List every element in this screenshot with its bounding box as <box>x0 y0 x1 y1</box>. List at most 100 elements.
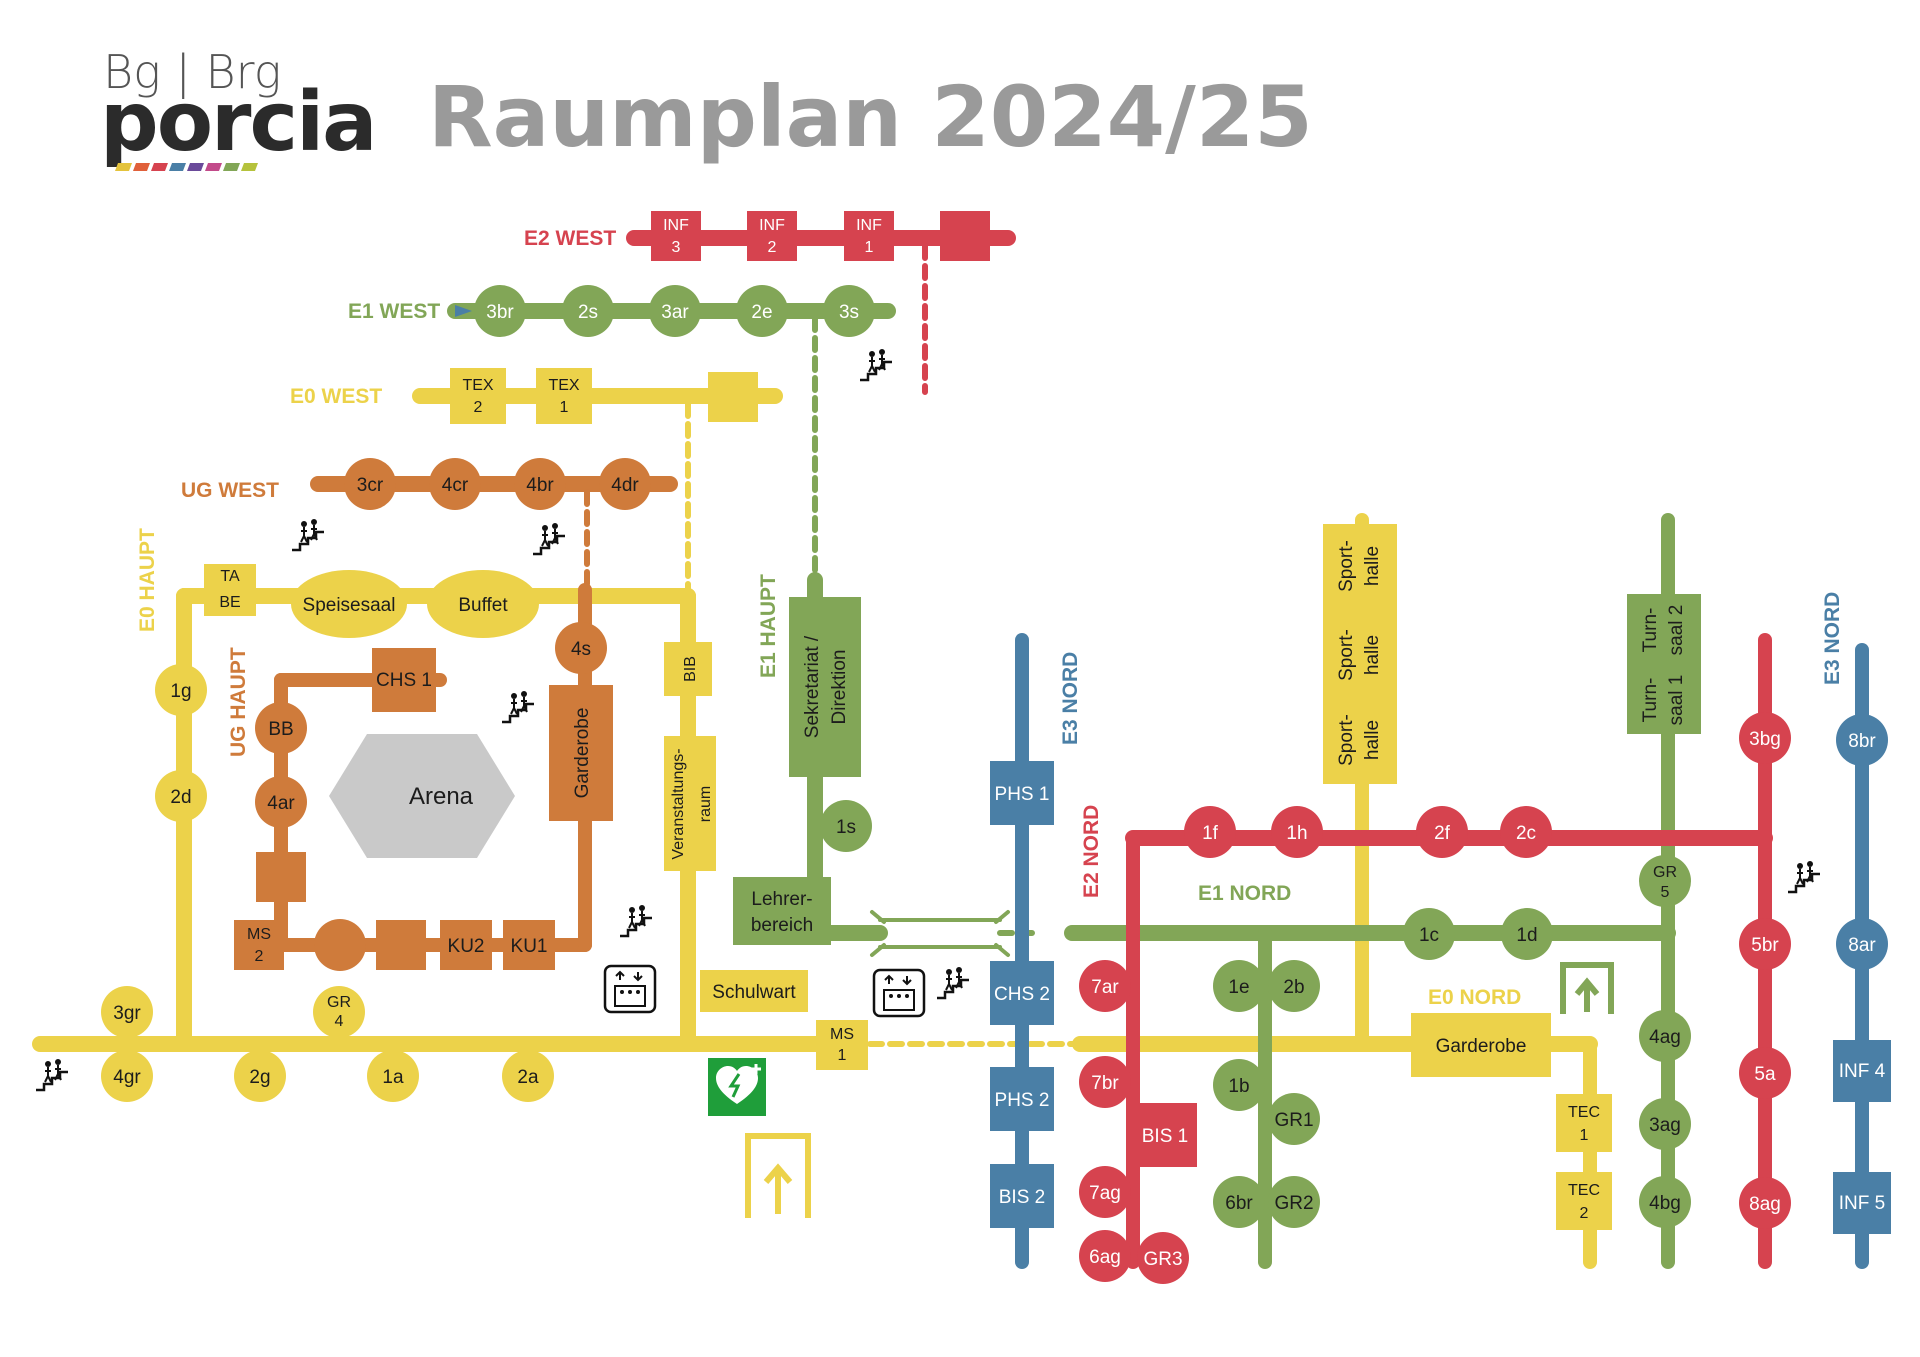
room-tec2-line2: 2 <box>1580 1205 1589 1222</box>
room-bb: BB <box>268 719 293 740</box>
stairs-icon <box>531 521 567 556</box>
room-tec1-line1: TEC <box>1568 1104 1600 1121</box>
arena-shape <box>329 734 515 858</box>
wing-label-e3-nord: E3 NORD <box>1059 652 1082 745</box>
room-1s: 1s <box>836 817 856 838</box>
room-turnsaal1-line1: Turn- <box>1640 678 1661 723</box>
room-tex1-line2: 1 <box>560 399 569 416</box>
room-tex2-line2: 2 <box>474 399 483 416</box>
room-7ar: 7ar <box>1091 977 1119 998</box>
room-4s: 4s <box>571 639 591 660</box>
room-8br: 8br <box>1848 731 1876 752</box>
elevator-icon <box>603 964 657 1014</box>
rooms-e1-haupt: Sekretariat / Direktion 1s Lehrer- berei… <box>733 597 872 945</box>
room-3gr: 3gr <box>113 1003 141 1024</box>
wing-label-e2-nord: E2 NORD <box>1080 805 1103 898</box>
room-2f: 2f <box>1434 823 1451 844</box>
wing-label-e1-nord: E1 NORD <box>1198 882 1291 905</box>
room-gr1: GR1 <box>1274 1110 1313 1131</box>
room-ug-haupt-unlabeled-3 <box>376 920 426 970</box>
room-tex2-line1: TEX <box>462 377 493 394</box>
room-phs1: PHS 1 <box>995 784 1050 805</box>
room-4ag: 4ag <box>1649 1027 1681 1048</box>
room-ug-haupt-unlabeled-2 <box>314 919 366 971</box>
room-sekretariat-line2: Direktion <box>829 650 850 725</box>
room-inf5: INF 5 <box>1839 1193 1885 1214</box>
room-1g: 1g <box>170 681 191 702</box>
room-2e: 2e <box>751 302 772 323</box>
wing-labels: E2 WEST E1 WEST E0 WEST UG WEST E0 HAUPT… <box>136 227 1844 1009</box>
room-buffet: Buffet <box>458 595 508 616</box>
room-schulwart: Schulwart <box>712 982 796 1003</box>
logo-color-stripe <box>115 163 258 171</box>
room-tec2-line1: TEC <box>1568 1182 1600 1199</box>
room-sporthalle-b-line1: Sport- <box>1336 629 1357 681</box>
room-inf3-line1: INF <box>663 217 689 234</box>
room-ku1: KU1 <box>511 936 548 957</box>
room-2b: 2b <box>1283 977 1304 998</box>
room-veranstaltungsraum-line2: raum <box>697 786 714 822</box>
logo-top-text: Bg | Brg <box>103 45 281 100</box>
stairs-icon <box>858 347 894 382</box>
logo-main-text: porcia <box>100 75 376 170</box>
room-gr4-line2: 4 <box>335 1013 344 1030</box>
wing-label-e1-haupt: E1 HAUPT <box>757 574 780 678</box>
room-gr5-line2: 5 <box>1661 884 1670 901</box>
room-inf1-line1: INF <box>856 217 882 234</box>
stairs-icon <box>290 517 326 552</box>
rooms-e3-nord-right: 8br 8ar INF 4 INF 5 <box>1833 714 1891 1234</box>
emergency-exit-icon <box>1560 962 1614 1014</box>
room-6ag: 6ag <box>1089 1247 1121 1268</box>
room-tabe-line2: BE <box>219 594 240 611</box>
aed-icon <box>708 1058 766 1116</box>
rooms-e0-west: TEX 2 TEX 1 <box>450 368 758 424</box>
room-3bg: 3bg <box>1749 729 1781 750</box>
room-ug-haupt-unlabeled-1 <box>256 852 306 902</box>
room-inf3-line2: 3 <box>672 239 681 256</box>
room-garderobe-nord: Garderobe <box>1436 1036 1527 1057</box>
wing-label-ug-haupt: UG HAUPT <box>227 647 250 757</box>
room-lehrerbereich-line2: bereich <box>751 915 813 936</box>
room-e0-west-unlabeled <box>708 372 758 422</box>
room-2g: 2g <box>249 1067 270 1088</box>
room-7br: 7br <box>1091 1073 1119 1094</box>
room-sporthalle-b-line2: halle <box>1362 635 1383 675</box>
room-4cr: 4cr <box>442 475 469 496</box>
room-inf2-line2: 2 <box>768 239 777 256</box>
room-gr3: GR3 <box>1143 1249 1182 1270</box>
room-gr5-line1: GR <box>1653 864 1677 881</box>
room-tex1-line1: TEX <box>548 377 579 394</box>
emergency-exit-icon <box>745 1133 811 1218</box>
room-1e: 1e <box>1228 977 1249 998</box>
room-turnsaal2-line2: saal 2 <box>1666 605 1687 656</box>
room-3ar: 3ar <box>661 302 689 323</box>
room-speisesaal: Speisesaal <box>303 595 396 616</box>
room-ku2: KU2 <box>448 936 485 957</box>
room-sporthalle-a-line1: Sport- <box>1336 540 1357 592</box>
room-4gr: 4gr <box>113 1067 141 1088</box>
stairs-icon <box>1786 859 1822 894</box>
page-title: Raumplan 2024/25 <box>428 68 1313 166</box>
wing-label-e1-west: E1 WEST <box>348 300 440 323</box>
room-ms2-line1: MS <box>247 926 271 943</box>
rooms-e2-west: INF 3 INF 2 INF 1 <box>651 211 990 261</box>
room-turnsaal2-line1: Turn- <box>1640 608 1661 653</box>
room-1f: 1f <box>1202 823 1219 844</box>
wing-label-e2-west: E2 WEST <box>524 227 616 250</box>
room-5a: 5a <box>1754 1064 1776 1085</box>
room-7ag: 7ag <box>1089 1183 1121 1204</box>
room-e2-west-unlabeled <box>940 211 990 261</box>
room-3cr: 3cr <box>357 475 384 496</box>
room-8ag: 8ag <box>1749 1194 1781 1215</box>
rooms-e2-nord-right: 3bg 5br 5a 8ag <box>1739 712 1791 1229</box>
room-bis1: BIS 1 <box>1142 1126 1188 1147</box>
room-4bg: 4bg <box>1649 1193 1681 1214</box>
room-5br: 5br <box>1751 935 1779 956</box>
rooms-ug-haupt: 4s Garderobe CHS 1 BB 4ar MS 2 KU2 KU1 A… <box>234 622 613 971</box>
stairs-icon <box>500 689 536 724</box>
room-4dr: 4dr <box>611 475 639 496</box>
room-bis2: BIS 2 <box>999 1187 1045 1208</box>
location-marker-icon <box>455 305 472 317</box>
room-sporthalle-a-line2: halle <box>1362 546 1383 586</box>
